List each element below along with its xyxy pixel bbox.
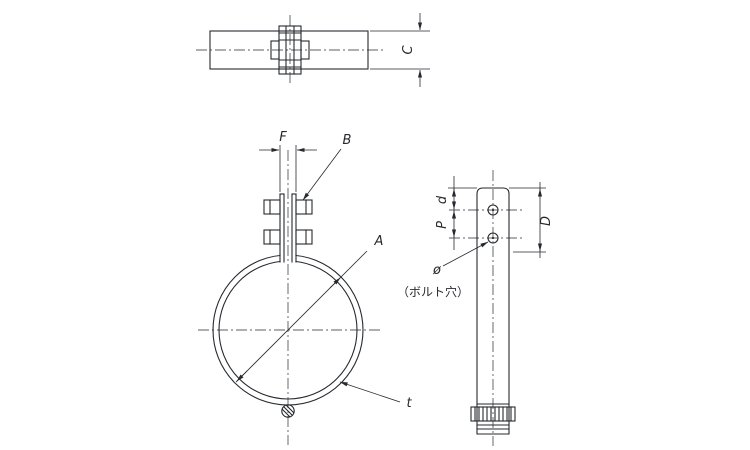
leader-t: t	[339, 381, 412, 411]
dim-d-p: d P	[435, 176, 477, 250]
top-view-bolt-assembly	[270, 25, 310, 75]
dim-big-d: D	[509, 182, 554, 258]
flange-bolt-upper	[263, 199, 313, 215]
dim-label-c: C	[401, 45, 416, 55]
dim-label-t: t	[406, 396, 412, 411]
top-view	[196, 15, 384, 85]
dim-label-d: d	[435, 195, 450, 204]
dim-label-b: B	[343, 133, 352, 148]
dim-label-p: P	[435, 221, 450, 229]
leader-bolt-hole: ø （ボルト穴）	[397, 241, 489, 299]
dim-a: A	[235, 234, 384, 383]
dim-label-big-d: D	[539, 216, 554, 226]
dim-label-phi: ø	[432, 263, 442, 278]
flange-bolt-lower	[263, 229, 313, 245]
front-view	[198, 150, 382, 445]
bolt-hole-note: （ボルト穴）	[397, 284, 469, 299]
dim-label-f: F	[279, 130, 287, 145]
dim-label-a: A	[374, 234, 384, 249]
side-view	[449, 170, 523, 446]
side-view-bottom-bolt	[470, 403, 516, 430]
dimensions: C F B A t	[235, 13, 554, 411]
dim-c: C	[370, 13, 430, 87]
flange-strap-outline	[476, 187, 510, 435]
leader-b: B	[302, 133, 352, 201]
dim-f: F	[259, 130, 317, 192]
